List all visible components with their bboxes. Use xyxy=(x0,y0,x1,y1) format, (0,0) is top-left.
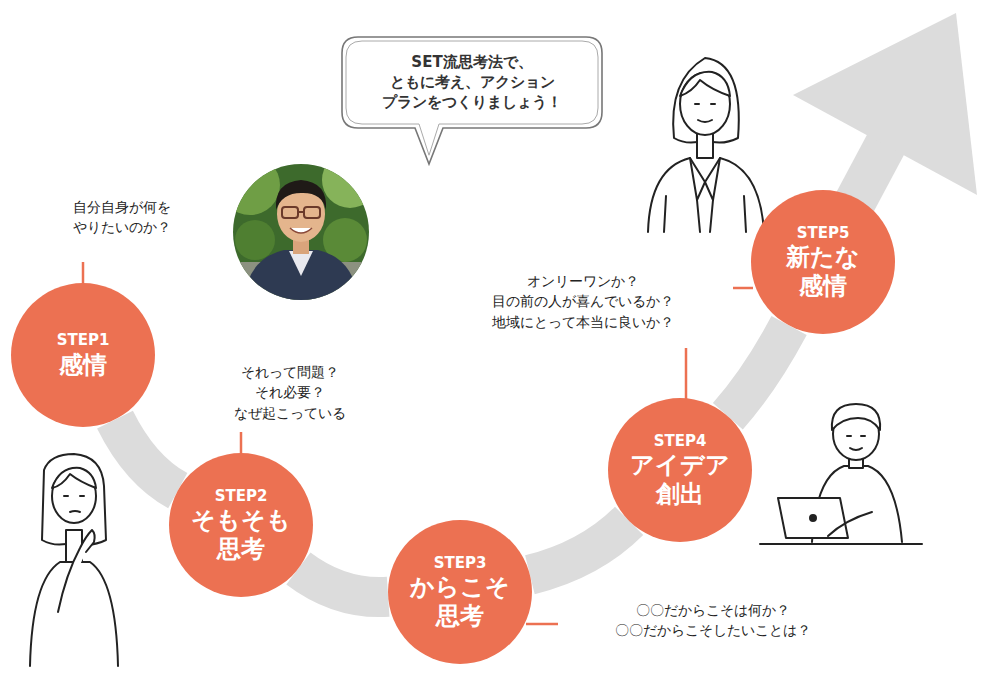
step-number: STEP5 xyxy=(786,223,860,243)
portrait-photo-part xyxy=(290,228,312,233)
man-with-laptop-figure-part xyxy=(778,498,848,538)
step-circle: STEP2そもそも 思考 xyxy=(169,453,313,597)
flow-band xyxy=(115,420,178,491)
portrait-photo-part xyxy=(243,250,359,302)
step-title: そもそも 思考 xyxy=(191,506,291,564)
question-label: オンリーワンか？ 目の前の人が喜んでいるか？ 地域にとって本当に良いか？ xyxy=(492,271,674,332)
woman-figure-part xyxy=(664,196,746,232)
thinking-woman-figure xyxy=(30,454,118,666)
bubble-border xyxy=(342,37,602,164)
portrait-photo-part xyxy=(220,155,280,215)
step-title: からこそ 思考 xyxy=(410,573,510,631)
node-content: STEP5新たな 感情 xyxy=(786,223,860,301)
flow-band xyxy=(728,326,789,417)
node-content: STEP4アイデア 創出 xyxy=(630,431,730,509)
portrait-photo-part xyxy=(235,220,275,260)
leader-line-part xyxy=(526,623,558,626)
portrait-photo-part xyxy=(282,207,298,218)
thinking-woman-figure-part xyxy=(64,495,84,497)
woman-figure-part xyxy=(680,72,730,96)
bubble-text: SET流思考法で、 ともに考え、アクション プランをつくりましょう！ xyxy=(382,52,562,113)
portrait-photo-part xyxy=(276,180,326,210)
step-number: STEP2 xyxy=(191,486,291,506)
thinking-woman-figure-part xyxy=(58,530,95,612)
portrait-photo-part xyxy=(322,152,378,208)
arrow-band-end-part xyxy=(793,13,977,195)
woman-figure-part xyxy=(648,158,764,232)
man-with-laptop-figure-part xyxy=(850,448,862,450)
question-label: それって問題？ それ必要？ なぜ起こっている xyxy=(234,362,346,423)
question-label: 自分自身が何を やりたいのか？ xyxy=(73,197,171,238)
step-number: STEP1 xyxy=(57,330,110,350)
portrait-photo-part xyxy=(304,207,320,218)
portrait-photo xyxy=(220,152,378,302)
flow-band xyxy=(530,521,629,575)
man-with-laptop-figure-part xyxy=(810,515,816,521)
woman-figure-part xyxy=(673,58,739,143)
leader-line-part xyxy=(82,262,85,284)
step-circle: STEP4アイデア 創出 xyxy=(608,398,752,542)
woman-figure-part xyxy=(690,158,720,200)
man-with-laptop-figure-part xyxy=(832,404,880,430)
woman-figure xyxy=(648,58,764,232)
step-number: STEP3 xyxy=(410,553,510,573)
portrait-photo-part xyxy=(298,211,304,213)
woman-figure-part xyxy=(697,200,713,232)
step-circle: STEP5新たな 感情 xyxy=(751,190,895,334)
woman-figure-part xyxy=(698,120,712,122)
step-title: 感情 xyxy=(59,351,107,380)
man-with-laptop-figure-part xyxy=(760,543,922,545)
man-with-laptop-figure-part xyxy=(828,512,872,536)
node-content: STEP2そもそも 思考 xyxy=(191,486,291,564)
speech-bubble: SET流思考法で、 ともに考え、アクション プランをつくりましょう！ xyxy=(342,37,602,128)
leader-line-part xyxy=(685,348,688,399)
woman-figure-part xyxy=(695,103,715,105)
man-with-laptop-figure xyxy=(760,404,922,544)
step-number: STEP4 xyxy=(630,431,730,451)
step-title: 新たな 感情 xyxy=(786,243,860,301)
thinking-woman-figure-part xyxy=(70,511,80,512)
leader-line-part xyxy=(733,287,753,290)
step-title: アイデア 創出 xyxy=(630,451,730,509)
bubble-inner-border xyxy=(346,41,598,155)
step-circle: STEP3からこそ 思考 xyxy=(388,520,532,664)
thinking-woman-figure-part xyxy=(52,468,96,488)
portrait-photo-part xyxy=(289,251,313,276)
step-circle: STEP1感情 xyxy=(11,283,155,427)
flow-band xyxy=(298,568,388,597)
node-content: STEP1感情 xyxy=(57,330,110,379)
man-with-laptop-figure-part xyxy=(847,435,865,437)
node-content: SET流思考法で、 ともに考え、アクション プランをつくりましょう！ xyxy=(382,52,562,113)
leader-line-part xyxy=(240,432,243,454)
question-label: 〇〇だからこそは何か？ 〇〇だからこそしたいことは？ xyxy=(615,600,811,641)
node-content: STEP3からこそ 思考 xyxy=(410,553,510,631)
